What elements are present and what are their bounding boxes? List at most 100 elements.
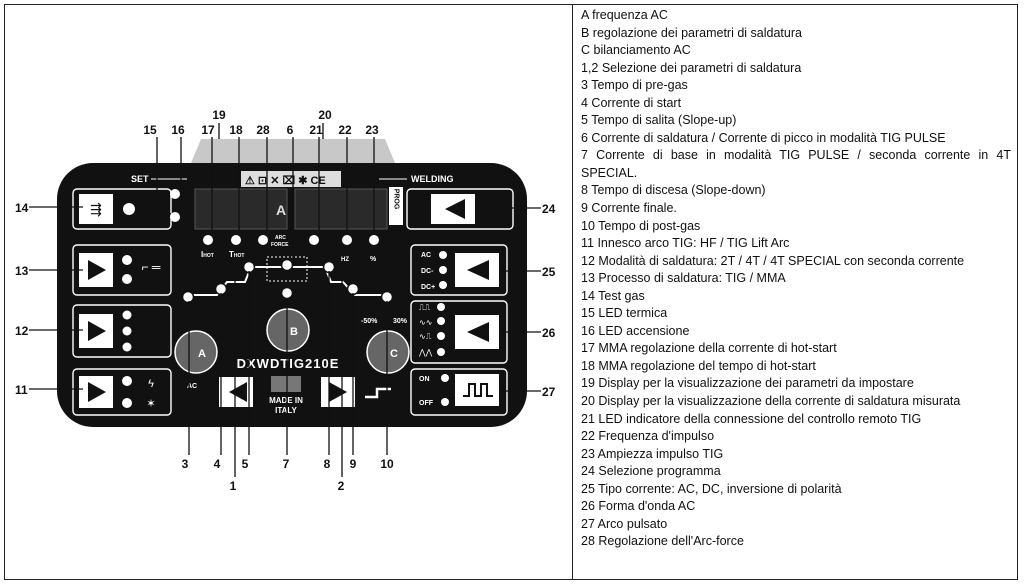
parameter-leds bbox=[181, 258, 394, 304]
t-hot-label: THOT bbox=[229, 250, 244, 259]
tipo-led-dcp bbox=[439, 281, 447, 289]
led-18 bbox=[231, 235, 241, 245]
pulse-led-off bbox=[441, 398, 449, 406]
led-9 bbox=[346, 282, 360, 296]
callout-27: 27 bbox=[542, 385, 556, 399]
balance-minus: -50% bbox=[361, 318, 378, 325]
legend-item: 4 Corrente di start bbox=[581, 95, 682, 110]
callout-14: 14 bbox=[15, 201, 29, 215]
callout-22: 22 bbox=[338, 123, 352, 137]
tipo-dc-plus: DC+ bbox=[421, 284, 435, 291]
legend-item: B regolazione dei parametri di saldatura bbox=[581, 25, 802, 40]
legend-item: 20 Display per la visualizzazione della … bbox=[581, 394, 961, 409]
callout-10: 10 bbox=[380, 457, 394, 471]
legend-item: 24 Selezione programma bbox=[581, 464, 721, 479]
process-led-tig bbox=[122, 255, 132, 265]
wave-icons-4: ⋀⋀ bbox=[418, 348, 433, 357]
led-10 bbox=[380, 290, 394, 304]
legend-list: A frequenza AC B regolazione dei parametr… bbox=[581, 7, 1011, 551]
legend-item: 3 Tempo di pre-gas bbox=[581, 78, 688, 93]
callout-25: 25 bbox=[542, 265, 556, 279]
country: ITALY bbox=[275, 406, 297, 415]
tipo-led-dcm bbox=[439, 266, 447, 274]
knob-b[interactable]: B bbox=[266, 308, 310, 352]
hood-symbols-text: ⚠ ⊡ ✕ ⌧ ✱ CE bbox=[245, 175, 326, 187]
callout-4: 4 bbox=[214, 457, 221, 471]
led-23 bbox=[369, 235, 379, 245]
gas-test-led bbox=[123, 203, 135, 215]
callout-2: 2 bbox=[338, 479, 345, 493]
callout-9: 9 bbox=[350, 457, 357, 471]
led-5 bbox=[242, 260, 256, 274]
legend-item: 7 Corrente di base in modalità TIG PULSE… bbox=[581, 148, 1011, 180]
prev-icon bbox=[229, 382, 247, 402]
wave-icons: ⎍⎍ bbox=[419, 303, 431, 312]
arc-led-lift bbox=[122, 398, 132, 408]
knob-a[interactable]: A bbox=[174, 330, 218, 374]
arc-force-bottom: FORCE bbox=[271, 242, 289, 248]
knob-c[interactable]: C bbox=[366, 330, 410, 374]
led-28 bbox=[258, 235, 268, 245]
legend-item: 21 LED indicatore della connessione del … bbox=[581, 411, 922, 426]
process-icons: ⌐ ═ bbox=[142, 260, 161, 274]
pulse-icon bbox=[463, 383, 493, 397]
callout-20: 20 bbox=[318, 108, 332, 122]
callout-11: 11 bbox=[15, 383, 28, 397]
knob-a-ac-label: AC bbox=[187, 383, 197, 390]
legend-item: 26 Forma d'onda AC bbox=[581, 499, 696, 514]
brand-name: DXWDTIG210E bbox=[237, 356, 340, 371]
post-gas-icon bbox=[365, 387, 391, 399]
set-label: SET bbox=[131, 174, 149, 184]
off-label: OFF bbox=[419, 400, 434, 407]
led-22 bbox=[342, 235, 352, 245]
balance-plus: 30% bbox=[393, 318, 408, 325]
legend-item: 1,2 Selezione dei parametri di saldatura bbox=[581, 60, 802, 75]
callout-3: 3 bbox=[182, 457, 189, 471]
callout-7: 7 bbox=[283, 457, 290, 471]
callout-8: 8 bbox=[324, 457, 331, 471]
wave-led-3 bbox=[437, 332, 445, 340]
top-leds bbox=[203, 235, 379, 245]
i-hot-label: IHOT bbox=[201, 250, 214, 259]
led-7 bbox=[280, 286, 294, 300]
pulse-led-on bbox=[441, 374, 449, 382]
callout-26: 26 bbox=[542, 326, 556, 340]
control-panel-diagram: ⚠ ⊡ ✕ ⌧ ✱ CE A SET WELDING PROG ⇶ ⌐ ═ ϟ … bbox=[15, 108, 556, 493]
knob-a-label: A bbox=[198, 348, 206, 360]
led-power bbox=[170, 189, 180, 199]
callout-18: 18 bbox=[229, 123, 243, 137]
arc-force-top: ARC bbox=[275, 235, 286, 241]
callout-16: 16 bbox=[171, 123, 185, 137]
callout-24: 24 bbox=[542, 202, 556, 216]
legend-item: 15 LED termica bbox=[581, 306, 668, 321]
legend-item: A frequenza AC bbox=[581, 8, 668, 22]
legend-item: 16 LED accensione bbox=[581, 323, 690, 338]
play-icon bbox=[88, 382, 106, 402]
wave-icons-2: ∿∿ bbox=[419, 318, 432, 327]
callout-1: 1 bbox=[230, 479, 237, 493]
display-left-char: A bbox=[276, 202, 286, 218]
pulse-button[interactable] bbox=[455, 374, 499, 406]
arc-icons: ϟ bbox=[148, 378, 154, 390]
wave-led-1 bbox=[437, 303, 445, 311]
legend-item: 23 Ampiezza impulso TIG bbox=[581, 446, 724, 461]
legend-item: 11 Innesco arco TIG: HF / TIG Lift Arc bbox=[581, 236, 790, 251]
legend-item: 5 Tempo di salita (Slope-up) bbox=[581, 113, 737, 128]
play-icon bbox=[329, 382, 347, 402]
gas-test-button[interactable] bbox=[79, 194, 113, 224]
arc-icons-2: ✶ bbox=[146, 398, 155, 410]
tipo-dc-minus: DC- bbox=[421, 268, 434, 275]
legend-item: 18 MMA regolazione del tempo di hot-star… bbox=[581, 358, 816, 373]
legend-item: 12 Modalità di saldatura: 2T / 4T / 4T S… bbox=[581, 253, 965, 268]
mode-led-4t bbox=[122, 326, 132, 336]
mode-led-2t bbox=[122, 310, 132, 320]
legend-item: 10 Tempo di post-gas bbox=[581, 218, 701, 233]
prev-icon bbox=[467, 260, 489, 280]
legend-item: 13 Processo di saldatura: TIG / MMA bbox=[581, 271, 786, 286]
display-20 bbox=[294, 188, 388, 230]
knob-b-label: B bbox=[290, 326, 298, 338]
prog-label: PROG bbox=[393, 189, 400, 210]
leader-lines bbox=[29, 123, 541, 477]
gas-test-icon: ⇶ bbox=[90, 201, 102, 217]
wave-led-4 bbox=[437, 348, 445, 356]
